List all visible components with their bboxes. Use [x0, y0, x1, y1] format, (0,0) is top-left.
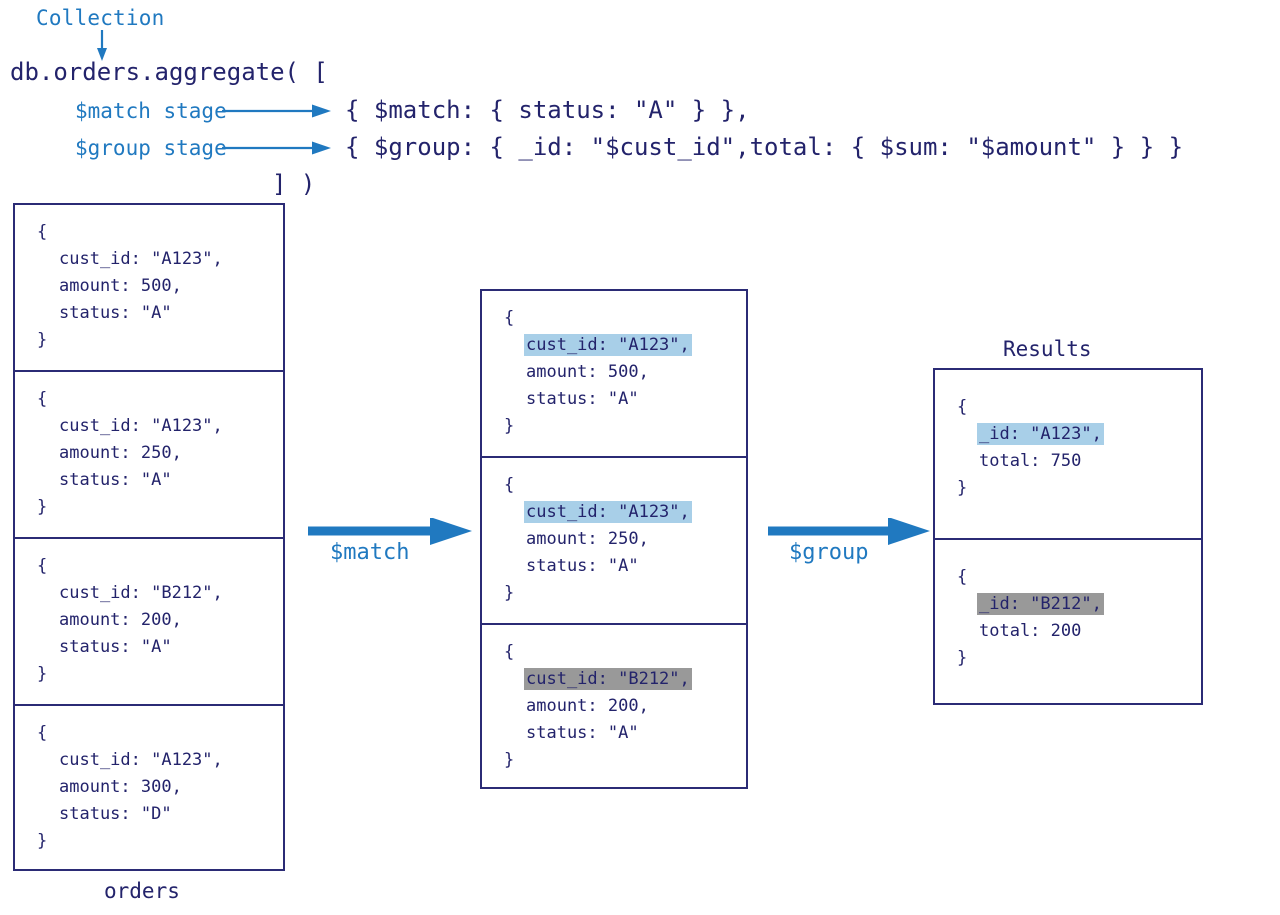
doc-close-brace: } [37, 831, 48, 851]
orders-collection-box: { cust_id: "A123", amount: 500, status: … [13, 203, 285, 871]
results-title: Results [1003, 337, 1092, 361]
doc-field-amount: amount: 500, [526, 362, 649, 382]
results-document-2: { _id: "B212", total: 200 } [935, 540, 1201, 703]
doc-field-total: total: 200 [979, 621, 1082, 641]
doc-open-brace: { [504, 642, 515, 662]
doc-close-brace: } [37, 330, 48, 350]
match-stage-arrow-icon [222, 104, 331, 118]
code-line-match-stage: { $match: { status: "A" } }, [345, 96, 750, 124]
doc-field-cust-id-highlighted: cust_id: "B212", [504, 666, 746, 693]
doc-open-brace: { [957, 567, 968, 587]
orders-collection-caption: orders [104, 879, 180, 903]
group-stage-callout-label: $group stage [75, 136, 227, 160]
doc-field-amount: amount: 250, [526, 529, 649, 549]
group-stage-arrow-icon [222, 141, 331, 155]
doc-field-cust-id: cust_id: "A123", [59, 416, 223, 436]
results-document-1: { _id: "A123", total: 750 } [935, 370, 1201, 540]
cust-id-highlight: cust_id: "A123", [524, 501, 692, 523]
doc-field-id-highlighted: _id: "A123", [957, 421, 1201, 448]
doc-field-total: total: 750 [979, 451, 1082, 471]
matched-document-3: { cust_id: "B212", amount: 200, status: … [482, 625, 746, 787]
orders-document-1: { cust_id: "A123", amount: 500, status: … [15, 205, 283, 372]
doc-close-brace: } [504, 750, 515, 770]
match-stage-callout-label: $match stage [75, 99, 227, 123]
doc-field-status: status: "A" [59, 637, 172, 657]
doc-field-amount: amount: 500, [59, 276, 182, 296]
doc-field-status: status: "A" [526, 723, 639, 743]
doc-field-status: status: "A" [59, 470, 172, 490]
doc-open-brace: { [37, 556, 48, 576]
doc-open-brace: { [37, 222, 48, 242]
doc-field-status: status: "D" [59, 804, 172, 824]
match-pipeline-arrow-icon [308, 518, 472, 545]
code-line-close: ] ) [272, 170, 316, 198]
doc-open-brace: { [504, 308, 515, 328]
collection-callout-label: Collection [36, 6, 165, 30]
doc-open-brace: { [957, 397, 968, 417]
doc-close-brace: } [37, 664, 48, 684]
doc-field-status: status: "A" [59, 303, 172, 323]
results-box: { _id: "A123", total: 750 } { _id: "B212… [933, 368, 1203, 705]
doc-field-cust-id: cust_id: "A123", [59, 249, 223, 269]
id-highlight: _id: "B212", [977, 593, 1104, 615]
orders-document-4: { cust_id: "A123", amount: 300, status: … [15, 706, 283, 871]
doc-close-brace: } [504, 416, 515, 436]
doc-close-brace: } [37, 497, 48, 517]
doc-field-cust-id-highlighted: cust_id: "A123", [504, 499, 746, 526]
doc-field-amount: amount: 200, [526, 696, 649, 716]
aggregate-code-block: Collection db.orders.aggregate( [ $match… [0, 0, 1280, 200]
matched-document-1: { cust_id: "A123", amount: 500, status: … [482, 291, 746, 458]
doc-open-brace: { [37, 723, 48, 743]
doc-field-id-highlighted: _id: "B212", [957, 591, 1201, 618]
matched-documents-box: { cust_id: "A123", amount: 500, status: … [480, 289, 748, 789]
doc-field-cust-id: cust_id: "B212", [59, 583, 223, 603]
collection-down-arrow-icon [97, 30, 107, 61]
doc-close-brace: } [957, 478, 968, 498]
id-highlight: _id: "A123", [977, 423, 1104, 445]
cust-id-highlight: cust_id: "A123", [524, 334, 692, 356]
code-line-aggregate-call: db.orders.aggregate( [ [10, 58, 328, 86]
orders-document-3: { cust_id: "B212", amount: 200, status: … [15, 539, 283, 706]
code-line-group-stage: { $group: { _id: "$cust_id",total: { $su… [345, 133, 1184, 161]
matched-document-2: { cust_id: "A123", amount: 250, status: … [482, 458, 746, 625]
orders-document-2: { cust_id: "A123", amount: 250, status: … [15, 372, 283, 539]
doc-field-status: status: "A" [526, 556, 639, 576]
group-pipeline-arrow-icon [768, 518, 930, 545]
doc-field-cust-id-highlighted: cust_id: "A123", [504, 332, 746, 359]
doc-open-brace: { [37, 389, 48, 409]
doc-field-amount: amount: 250, [59, 443, 182, 463]
doc-close-brace: } [957, 648, 968, 668]
doc-close-brace: } [504, 583, 515, 603]
cust-id-highlight: cust_id: "B212", [524, 668, 692, 690]
doc-open-brace: { [504, 475, 515, 495]
match-pipeline-arrow-label: $match [330, 540, 410, 565]
group-pipeline-arrow-label: $group [789, 540, 869, 565]
doc-field-amount: amount: 300, [59, 777, 182, 797]
doc-field-cust-id: cust_id: "A123", [59, 750, 223, 770]
doc-field-status: status: "A" [526, 389, 639, 409]
doc-field-amount: amount: 200, [59, 610, 182, 630]
